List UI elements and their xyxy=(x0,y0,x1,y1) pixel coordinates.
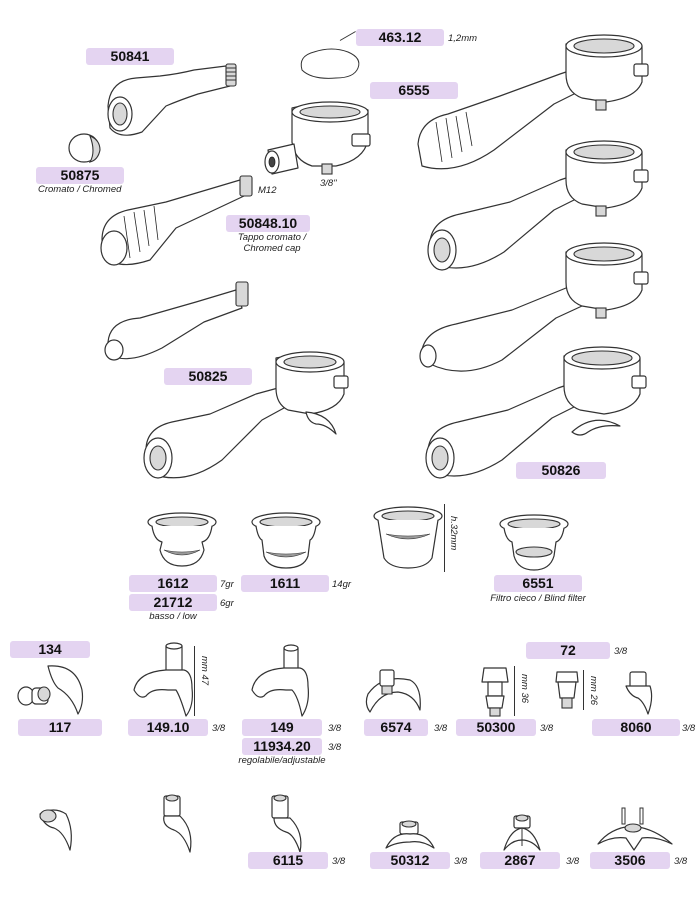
portafilter-50826-drawing xyxy=(425,346,647,479)
spout-8060-drawing xyxy=(625,671,653,715)
note-1612: 7gr xyxy=(220,579,234,590)
dim-14910: mm 47 xyxy=(199,656,210,686)
label-1611: 1611 xyxy=(241,575,329,592)
dim-line-50300 xyxy=(514,666,515,716)
dim-line-72 xyxy=(583,670,584,710)
label-149: 149 xyxy=(242,719,322,736)
spout-6115-drawing xyxy=(271,794,302,853)
portafilter-right-2-drawing xyxy=(427,140,649,271)
spout-row4-2-drawing xyxy=(163,794,192,853)
handle-50848-drawing xyxy=(100,175,253,266)
label-463: 463.12 xyxy=(356,29,444,46)
note-6555-m12: M12 xyxy=(258,185,277,196)
note-50312: 3/8 xyxy=(454,856,468,867)
leader-463 xyxy=(339,31,356,41)
label-117: 117 xyxy=(18,719,102,736)
note-11934-sub: regolabile/adjustable xyxy=(238,755,326,766)
label-72: 72 xyxy=(526,642,610,659)
spout-2867-drawing xyxy=(503,814,541,851)
label-8060: 8060 xyxy=(592,719,680,736)
fitting-50300-drawing xyxy=(481,667,509,717)
label-3506: 3506 xyxy=(590,852,670,869)
label-21712: 21712 xyxy=(129,594,217,611)
spout-6574-drawing xyxy=(365,669,421,713)
note-149: 3/8 xyxy=(328,723,342,734)
label-6574: 6574 xyxy=(364,719,428,736)
label-6555: 6555 xyxy=(370,82,458,99)
basket-1612-drawing xyxy=(147,512,217,567)
basket-h32-drawing xyxy=(373,506,443,569)
label-6115: 6115 xyxy=(248,852,328,869)
note-3506: 3/8 xyxy=(674,856,688,867)
spout-14910-drawing xyxy=(133,642,193,717)
note-11934: 3/8 xyxy=(328,742,342,753)
label-50848: 50848.10 xyxy=(226,215,310,232)
portafilter-right-3-drawing xyxy=(419,242,649,372)
portafilter-50825-drawing xyxy=(143,351,349,479)
note-50300: 3/8 xyxy=(540,723,554,734)
label-14910: 149.10 xyxy=(128,719,208,736)
cap-50875-drawing xyxy=(68,133,101,163)
label-11934: 11934.20 xyxy=(242,738,322,755)
portafilter-right-1-drawing xyxy=(417,34,649,170)
note-72: 3/8 xyxy=(614,646,628,657)
label-2867: 2867 xyxy=(480,852,560,869)
note-21712-sub: basso / low xyxy=(149,611,197,622)
spout-50312-drawing xyxy=(385,820,435,849)
note-h32: h.32mm xyxy=(448,516,459,551)
spout-134-117-drawing xyxy=(17,665,84,715)
note-2867: 3/8 xyxy=(566,856,580,867)
handle-50841-drawing xyxy=(107,63,237,136)
note-14910: 3/8 xyxy=(212,723,226,734)
gasket-463-drawing xyxy=(300,48,360,79)
label-50312: 50312 xyxy=(370,852,450,869)
spout-3506-drawing xyxy=(597,807,673,851)
dim-line-14910 xyxy=(194,646,195,716)
basket-6551-drawing xyxy=(499,514,569,571)
note-50848: Tappo cromato / Chromed cap xyxy=(237,232,307,254)
note-1611: 14gr xyxy=(332,579,352,590)
label-50826: 50826 xyxy=(516,462,606,479)
label-6551: 6551 xyxy=(494,575,582,592)
handle-plain-drawing xyxy=(104,281,249,361)
dim-50300: mm 36 xyxy=(519,674,530,704)
note-8060: 3/8 xyxy=(682,723,696,734)
note-6115: 3/8 xyxy=(332,856,346,867)
note-50875: Cromato / Chromed xyxy=(38,184,122,195)
note-6551: Filtro cieco / Blind filter xyxy=(490,593,586,604)
label-1612: 1612 xyxy=(129,575,217,592)
dim-72: mm 26 xyxy=(588,676,599,706)
label-50300: 50300 xyxy=(456,719,536,736)
basket-1611-drawing xyxy=(251,512,321,569)
label-134: 134 xyxy=(10,641,90,658)
note-6555-thread: 3/8" xyxy=(320,178,337,189)
label-50825: 50825 xyxy=(164,368,252,385)
note-21712: 6gr xyxy=(220,598,234,609)
note-463: 1,2mm xyxy=(448,33,478,44)
spout-row4-1-drawing xyxy=(39,809,72,851)
dim-line-h32 xyxy=(444,504,445,572)
head-6555-drawing xyxy=(264,101,371,175)
fitting-72-drawing xyxy=(555,671,579,709)
spout-149-drawing xyxy=(251,644,309,717)
label-50875: 50875 xyxy=(36,167,124,184)
note-6574: 3/8 xyxy=(434,723,448,734)
label-50841: 50841 xyxy=(86,48,174,65)
